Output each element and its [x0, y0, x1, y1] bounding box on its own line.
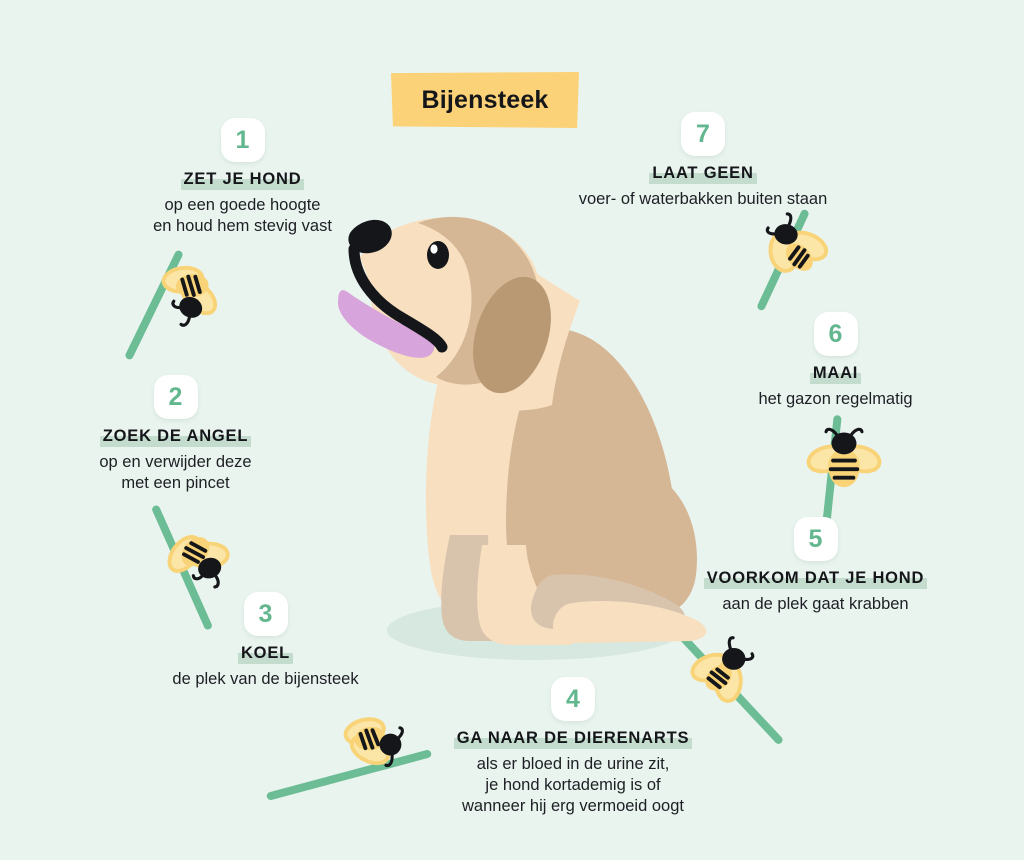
heading-highlight: [453, 737, 693, 749]
heading-highlight: [809, 372, 862, 384]
step-3-badge: 3: [243, 592, 288, 636]
step-6-body: het gazon regelmatig: [758, 389, 913, 408]
step-5-number: 5: [808, 524, 823, 553]
step-5-badge: 5: [793, 517, 838, 561]
step-6-number: 6: [828, 319, 843, 348]
bee-4-icon: [684, 626, 770, 712]
step-5: 5 VOORKOM DAT JE HOND aan de plek gaat k…: [693, 517, 938, 615]
step-7-number: 7: [696, 119, 710, 148]
step-2-badge: 2: [153, 375, 198, 419]
heading-highlight: [180, 178, 305, 190]
step-3: 3 KOEL de plek van de bijensteek: [163, 592, 368, 690]
step-4-body: als er bloed in de urine zit, je hond ko…: [462, 754, 684, 815]
step-6: 6 MAAI het gazon regelmatig: [733, 312, 938, 410]
step-2-number: 2: [168, 382, 183, 411]
step-3-body: de plek van de bijensteek: [172, 669, 359, 688]
heading-highlight: [237, 652, 294, 664]
heading-highlight: [99, 435, 252, 447]
bee-6-icon: [746, 206, 836, 296]
step-1-badge: 1: [220, 118, 265, 162]
step-1: 1 ZET JE HOND op een goede hoogte en hou…: [135, 118, 350, 237]
step-7-body: voer- of waterbakken buiten staan: [578, 189, 828, 208]
bee-1-icon: [139, 240, 243, 344]
bee-3-icon: [332, 697, 420, 785]
step-1-number: 1: [235, 125, 250, 154]
step-4-badge: 4: [551, 677, 595, 721]
step-3-heading: KOEL: [237, 645, 294, 664]
sitting-dog-illustration: [330, 205, 730, 665]
step-5-heading: VOORKOM DAT JE HOND: [703, 570, 928, 589]
step-3-number: 3: [258, 599, 273, 628]
heading-highlight: [649, 172, 757, 184]
heading-highlight: [703, 577, 928, 589]
bee-5-icon: [805, 420, 883, 498]
step-2-heading: ZOEK DE ANGEL: [99, 428, 252, 447]
step-7-heading: LAAT GEEN: [649, 165, 757, 184]
bee-2-icon: [149, 507, 249, 607]
step-4-number: 4: [566, 684, 580, 713]
step-6-badge: 6: [813, 312, 858, 356]
step-6-heading: MAAI: [809, 365, 862, 384]
step-2-body: op en verwijder deze met een pincet: [99, 452, 252, 492]
step-2: 2 ZOEK DE ANGEL op en verwijder deze met…: [68, 375, 283, 494]
step-4: 4 GA NAAR DE DIERENARTS als er bloed in …: [428, 677, 718, 817]
page-title: Bijensteek: [421, 85, 549, 114]
step-1-heading: ZET JE HOND: [180, 171, 305, 190]
title-banner: Bijensteek: [391, 72, 579, 128]
step-1-body: op een goede hoogte en houd hem stevig v…: [153, 195, 332, 235]
step-5-body: aan de plek gaat krabben: [722, 594, 909, 613]
step-4-heading: GA NAAR DE DIERENARTS: [453, 730, 693, 749]
step-7-badge: 7: [681, 112, 725, 156]
step-7: 7 LAAT GEEN voer- of waterbakken buiten …: [553, 112, 853, 210]
